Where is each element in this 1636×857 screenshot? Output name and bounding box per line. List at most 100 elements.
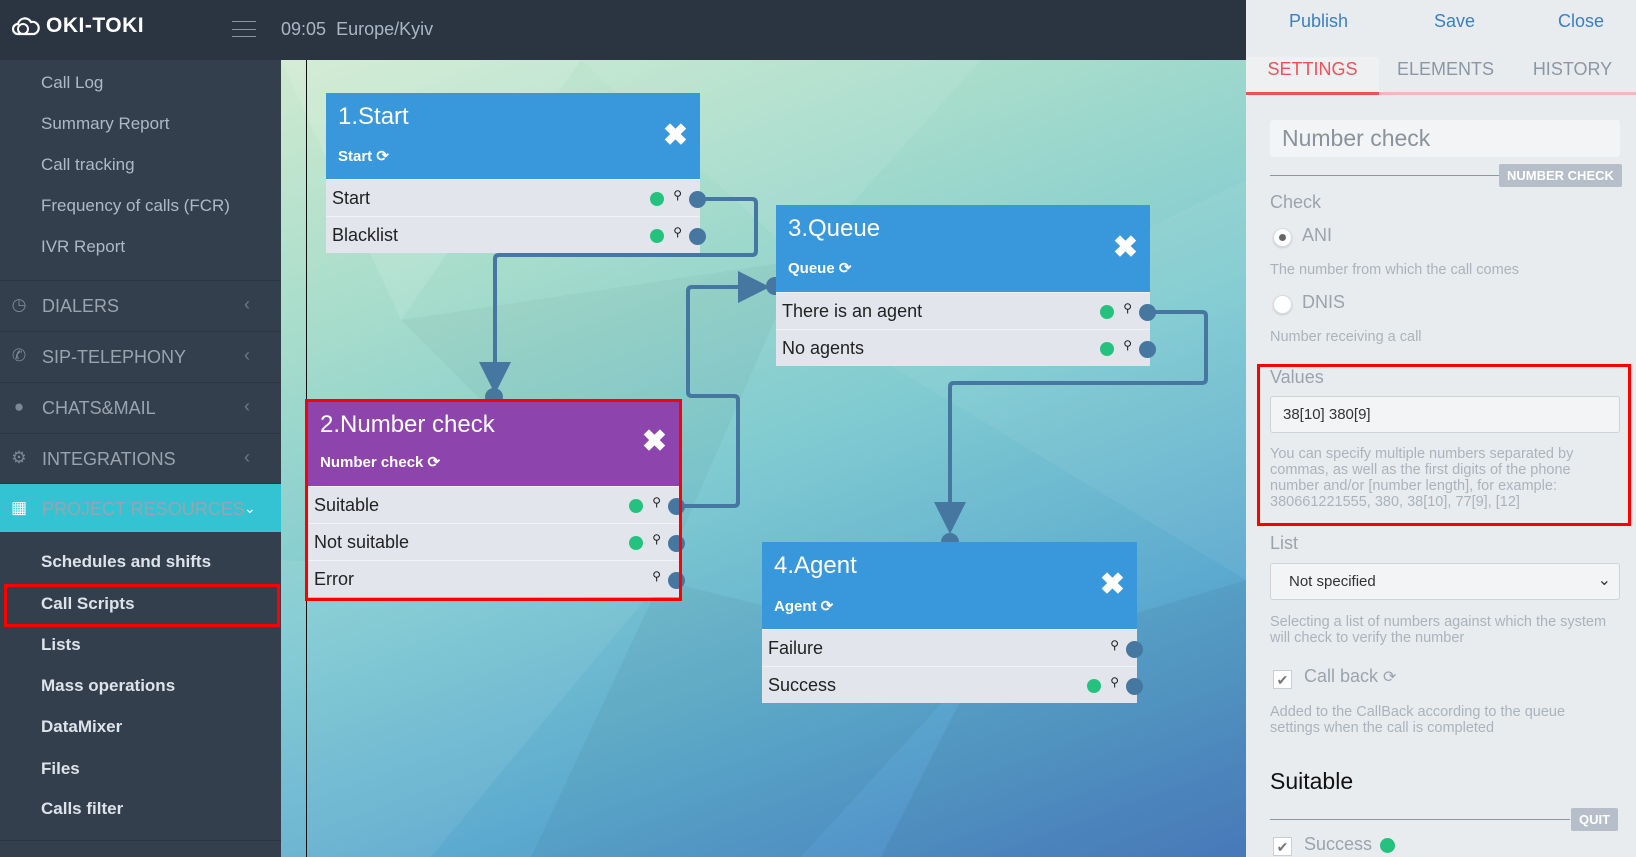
node-title: 1.Start: [338, 103, 409, 130]
sidebar-section-dialers[interactable]: ◷ DIALERS ‹: [0, 280, 281, 330]
quit-badge: QUIT: [1571, 808, 1619, 831]
link-icon: ⚲: [652, 532, 661, 546]
time: 09:05: [281, 19, 327, 39]
node-header[interactable]: 2.Number check Number check ⟳ ✖: [308, 401, 679, 486]
tab-history[interactable]: HISTORY: [1532, 59, 1613, 79]
sidebar-section-integrations[interactable]: ⚙INTEGRATIONS‹: [0, 433, 281, 483]
link-icon: ⚲: [652, 569, 661, 583]
values-input[interactable]: 38[10] 380[9]: [1270, 396, 1620, 433]
node-header[interactable]: 3.Queue Queue ⟳ ✖: [776, 205, 1150, 292]
sidebar-item-fcr[interactable]: Frequency of calls (FCR): [41, 196, 230, 215]
node-row: Not suitable⚲: [308, 523, 685, 560]
node-row: Start⚲: [326, 179, 706, 216]
node-title: 4.Agent: [774, 552, 857, 579]
sidebar-item-call-scripts[interactable]: Call Scripts: [41, 594, 135, 613]
sidebar-item-summary-report[interactable]: Summary Report: [41, 114, 170, 133]
grid-icon: ▦: [10, 498, 28, 517]
success-checkbox[interactable]: ✔: [1273, 837, 1292, 856]
values-label: Values: [1270, 367, 1324, 387]
list-label: List: [1270, 533, 1299, 553]
sidebar-item-schedules[interactable]: Schedules and shifts: [41, 552, 212, 571]
dnis-label[interactable]: DNIS: [1302, 292, 1346, 312]
ani-radio[interactable]: [1273, 228, 1292, 247]
save-button[interactable]: Save: [1434, 11, 1476, 31]
divider: [1270, 819, 1570, 820]
settings-panel: Publish Save Close SETTINGS ELEMENTS HIS…: [1246, 0, 1636, 857]
status-dot: [1380, 838, 1395, 853]
close-icon[interactable]: ✖: [1099, 568, 1125, 601]
cloud-icon: [12, 17, 40, 36]
sidebar-item-calls-filter[interactable]: Calls filter: [41, 799, 124, 818]
sidebar-item-call-log[interactable]: Call Log: [41, 73, 104, 92]
node-start[interactable]: 1.Start Start ⟳ ✖ Start⚲ Blacklist⚲: [326, 93, 706, 253]
refresh-icon: ⟳: [376, 148, 389, 165]
timezone: Europe/Kyiv: [336, 19, 434, 39]
node-agent[interactable]: 4.Agent Agent ⟳ ✖ Failure⚲ Success⚲: [762, 542, 1143, 703]
status-dot: [650, 229, 664, 243]
clock-timezone: 09:05 Europe/Kyiv: [281, 19, 433, 40]
link-icon: ⚲: [1110, 638, 1119, 652]
node-queue[interactable]: 3.Queue Queue ⟳ ✖ There is an agent⚲ No …: [776, 205, 1156, 366]
output-port[interactable]: [689, 191, 706, 208]
sidebar-section-chats-mail[interactable]: ●CHATS&MAIL‹: [0, 382, 281, 432]
highlight-number-check-node: [305, 399, 682, 601]
close-button[interactable]: Close: [1558, 11, 1605, 31]
dnis-radio[interactable]: [1273, 295, 1292, 314]
section-label: PROJECT RESOURCES: [42, 499, 245, 519]
sidebar-section-project-resources[interactable]: ▦ PROJECT RESOURCES⌄: [0, 483, 281, 532]
chevron-left-icon: ‹: [244, 447, 250, 467]
sidebar-item-call-tracking[interactable]: Call tracking: [41, 155, 135, 174]
node-row: No agents⚲: [776, 329, 1156, 366]
dnis-help: Number receiving a call: [1270, 329, 1422, 345]
node-header[interactable]: 1.Start Start ⟳ ✖: [326, 93, 700, 179]
node-row: There is an agent⚲: [776, 292, 1156, 329]
node-number-check[interactable]: 2.Number check Number check ⟳ ✖ Suitable…: [308, 401, 685, 597]
section-label: DIALERS: [42, 296, 120, 316]
output-port[interactable]: [1139, 304, 1156, 321]
sidebar-item-datamixer[interactable]: DataMixer: [41, 717, 123, 736]
sidebar-item-ivr-report[interactable]: IVR Report: [41, 237, 126, 256]
tab-elements[interactable]: ELEMENTS: [1396, 59, 1495, 79]
sidebar-item-files[interactable]: Files: [41, 759, 80, 778]
node-row: Blacklist⚲: [326, 216, 706, 253]
close-icon[interactable]: ✖: [662, 119, 688, 152]
element-name-input[interactable]: Number check: [1270, 120, 1620, 157]
logo[interactable]: OKI-TOKI: [12, 14, 144, 38]
close-icon[interactable]: ✖: [641, 425, 667, 458]
link-icon: ⚲: [673, 225, 682, 239]
chevron-down-icon: ⌄: [1597, 572, 1611, 589]
list-select[interactable]: Not specified⌄: [1270, 563, 1620, 600]
tab-settings[interactable]: SETTINGS: [1246, 57, 1379, 95]
close-icon[interactable]: ✖: [1112, 231, 1138, 264]
sidebar-item-mass-operations[interactable]: Mass operations: [41, 676, 176, 695]
refresh-icon: ⟳: [427, 454, 441, 471]
top-bar: [0, 0, 1246, 60]
callback-checkbox[interactable]: ✔: [1273, 670, 1292, 689]
refresh-icon: ⟳: [820, 598, 834, 615]
node-row: Success⚲: [762, 666, 1143, 703]
connector-agent-to-agent-node: [934, 310, 1208, 534]
status-dot: [1087, 679, 1101, 693]
output-port[interactable]: [1126, 641, 1143, 658]
node-header[interactable]: 4.Agent Agent ⟳ ✖: [762, 542, 1137, 629]
output-port[interactable]: [689, 228, 706, 245]
menu-toggle-icon[interactable]: [232, 21, 256, 37]
ani-help: The number from which the call comes: [1270, 262, 1520, 278]
sidebar-section-sip-telephony[interactable]: ✆SIP-TELEPHONY‹: [0, 331, 281, 381]
sidebar-item-lists[interactable]: Lists: [41, 635, 81, 654]
success-label[interactable]: Success: [1304, 834, 1373, 854]
output-port[interactable]: [1126, 678, 1143, 695]
chevron-left-icon: ‹: [244, 294, 250, 314]
callback-label[interactable]: Call back ⟳: [1304, 666, 1397, 686]
node-type: Start ⟳: [338, 148, 389, 165]
ani-label[interactable]: ANI: [1302, 225, 1333, 245]
link-icon: ⚲: [1123, 301, 1132, 315]
divider: [0, 840, 281, 841]
chevron-left-icon: ‹: [244, 345, 250, 365]
output-port[interactable]: [1139, 341, 1156, 358]
clock-icon: ◷: [11, 295, 27, 314]
publish-button[interactable]: Publish: [1289, 11, 1349, 31]
tab-underline: [1246, 92, 1636, 95]
chevron-down-icon: ⌄: [244, 500, 256, 516]
status-dot: [1100, 305, 1114, 319]
